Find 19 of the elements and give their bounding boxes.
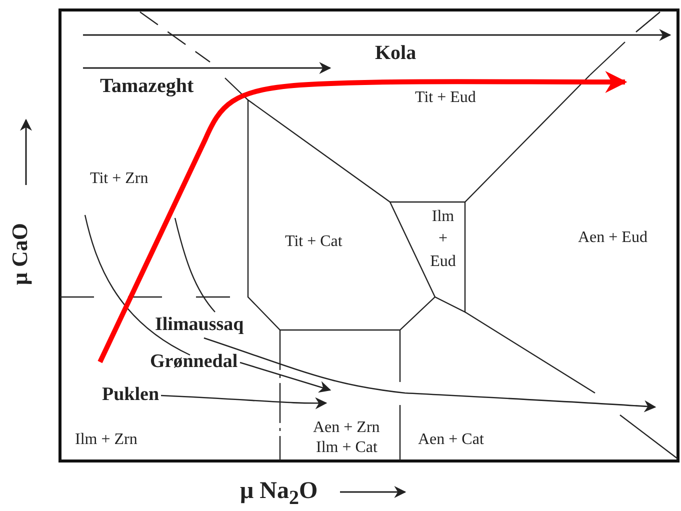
arrow [204,337,656,412]
field-label: Ilm + Cat [316,439,378,457]
field-label: Ilm + Zrn [75,431,138,449]
site-label: Kola [375,42,416,64]
site-label: Grønnedal [150,352,238,373]
arrow [240,362,332,393]
field-label: Aen + Zrn [313,419,380,437]
site-label: Ilimaussaq [155,315,244,336]
site-label: Puklen [102,385,160,406]
arrow [160,394,328,410]
field-label: Tit + Zrn [90,170,148,188]
field-label: Aen + Cat [418,431,484,449]
field-label: Tit + Cat [285,233,342,251]
site-label: Tamazeght [100,75,194,97]
field-label: Aen + Eud [578,229,648,247]
field-label: Ilm + Eud [429,207,457,272]
field-label: Tit + Eud [415,89,476,107]
axis-title: μ CaO [8,223,32,285]
axis-title: μ Na$_{2}$O [240,478,318,509]
